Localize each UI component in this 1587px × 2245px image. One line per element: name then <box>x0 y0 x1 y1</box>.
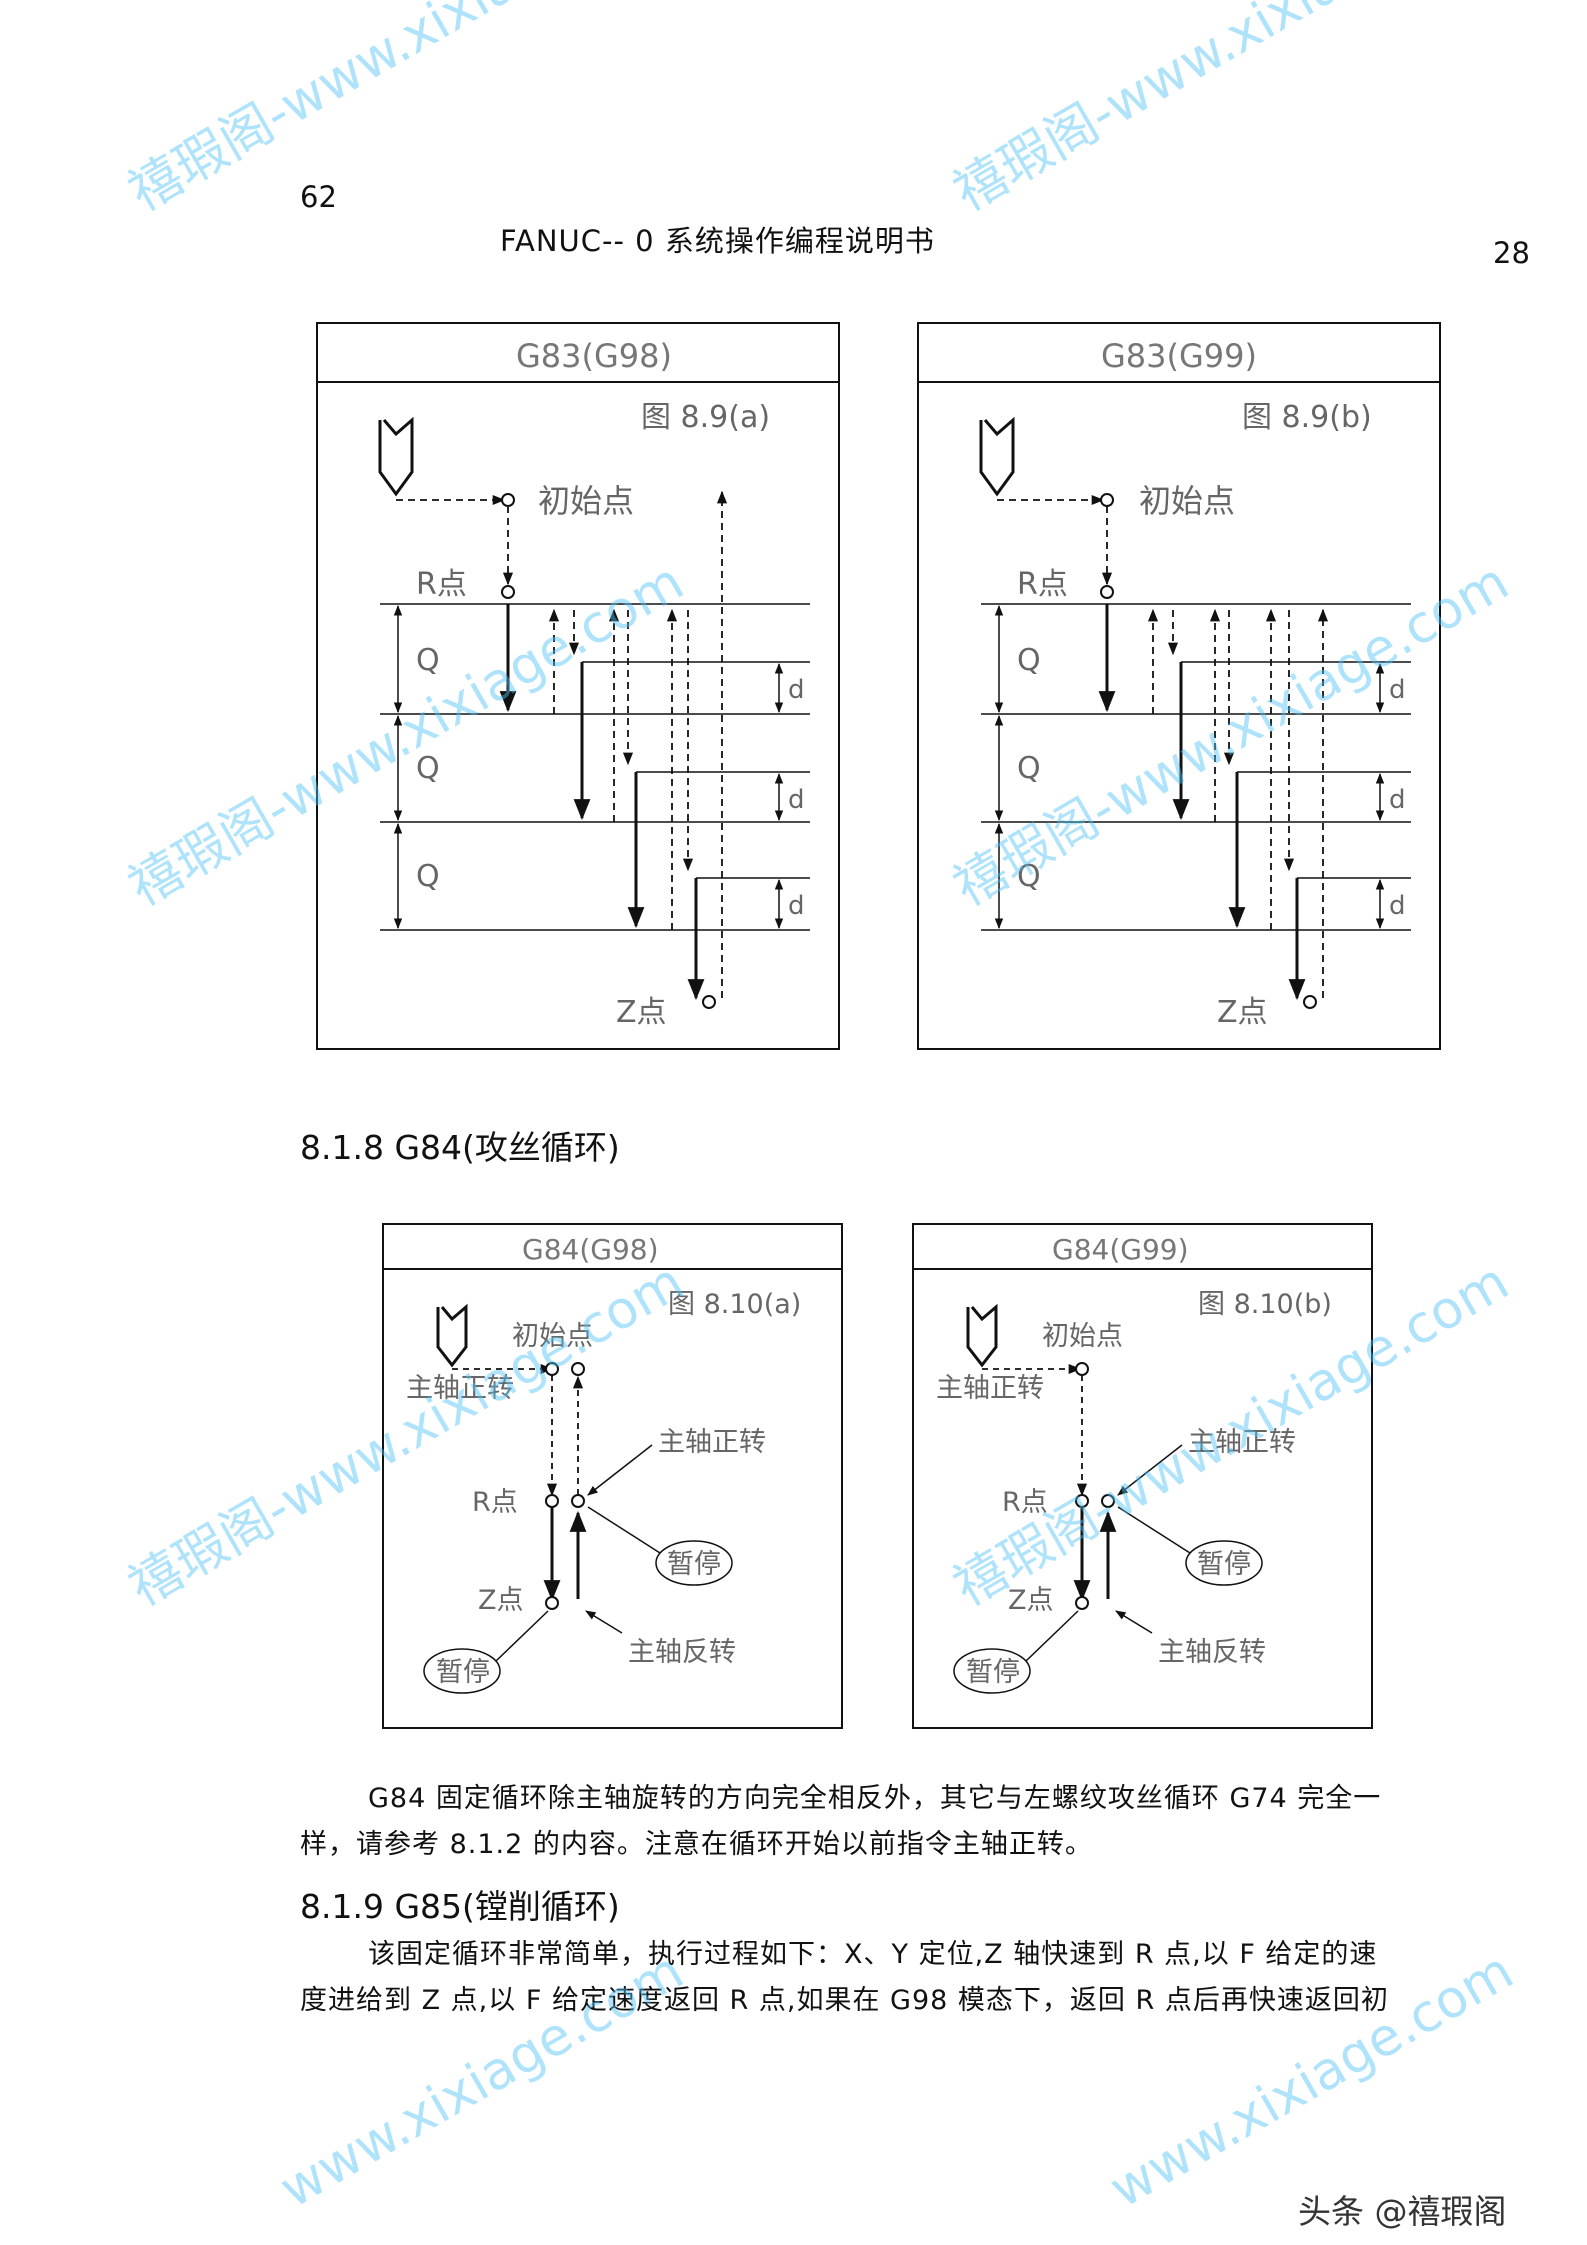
watermark: 禧瑕阁-www.xixiage. <box>944 0 1423 224</box>
r-point-label: R点 <box>1002 1487 1048 1518</box>
initial-point-marker <box>1075 1362 1089 1376</box>
paragraph-g84: G84 固定循环除主轴旋转的方向完全相反外，其它与左螺纹攻丝循环 G74 完全一… <box>300 1776 1510 1868</box>
spindle-ccw-label: 主轴反转 <box>1158 1637 1266 1668</box>
q-label: Q <box>1017 643 1041 678</box>
spindle-ccw-label: 主轴反转 <box>628 1637 736 1668</box>
initial-point-label: 初始点 <box>538 482 634 520</box>
initial-point-label: 初始点 <box>1042 1321 1123 1352</box>
figure-8-10a: G84(G98) 图 8.10(a) 初始点 主轴正转 R点 主轴正转 Z点 暂… <box>382 1223 843 1729</box>
d-label: d <box>1389 675 1406 705</box>
z-point-label: Z点 <box>616 995 667 1030</box>
q-label: Q <box>416 751 440 786</box>
page-number-left: 62 <box>300 180 337 214</box>
document-title: FANUC-- 0 系统操作编程说明书 <box>500 224 935 258</box>
q-label: Q <box>416 643 440 678</box>
r-point-label: R点 <box>1017 567 1068 602</box>
figure-8-10b: G84(G99) 图 8.10(b) 初始点 主轴正转 R点 主轴正转 Z点 暂… <box>912 1223 1373 1729</box>
dwell-right-label: 暂停 <box>1197 1549 1251 1580</box>
spindle-cw-top-label: 主轴正转 <box>406 1373 514 1404</box>
initial-point-label: 初始点 <box>512 1321 593 1352</box>
spindle-cw-top-label: 主轴正转 <box>936 1373 1044 1404</box>
figure-caption: 图 8.10(b) <box>1198 1289 1332 1320</box>
figure-caption: 图 8.10(a) <box>668 1289 801 1320</box>
paragraph-g85: 该固定循环非常简单，执行过程如下：X、Y 定位,Z 轴快速到 R 点,以 F 给… <box>300 1932 1510 2024</box>
paragraph-line: G84 固定循环除主轴旋转的方向完全相反外，其它与左螺纹攻丝循环 G74 完全一 <box>368 1783 1382 1814</box>
d-label: d <box>1389 891 1406 921</box>
initial-point-marker <box>571 1362 585 1376</box>
tool-icon <box>378 416 414 497</box>
z-point-label: Z点 <box>1008 1585 1054 1616</box>
source-tag: 头条 @禧瑕阁 <box>1298 2192 1507 2231</box>
paragraph-line: 样，请参考 8.1.2 的内容。注意在循环开始以前指令主轴正转。 <box>300 1829 1093 1860</box>
figure-caption: 图 8.9(b) <box>1242 400 1372 435</box>
initial-point-marker <box>501 493 515 507</box>
figure-8-9a: G83(G98) 图 8.9(a) 初始点 R点 Q Q Q d d d Z点 <box>316 322 840 1050</box>
z-point-marker <box>545 1596 559 1610</box>
spindle-cw-mid-label: 主轴正转 <box>658 1427 766 1458</box>
dwell-right-label: 暂停 <box>667 1549 721 1580</box>
box-title: G84(G99) <box>1052 1233 1189 1266</box>
r-point-marker <box>501 585 515 599</box>
r-point-marker <box>571 1494 585 1508</box>
dwell-left-label: 暂停 <box>436 1657 490 1688</box>
r-point-label: R点 <box>416 567 467 602</box>
q-label: Q <box>416 859 440 894</box>
section-heading-8-1-9: 8.1.9 G85(镗削循环) <box>300 1887 620 1926</box>
figure-8-9b: G83(G99) 图 8.9(b) 初始点 R点 Q Q Q d d d Z点 <box>917 322 1441 1050</box>
z-point-label: Z点 <box>478 1585 524 1616</box>
section-heading-8-1-8: 8.1.8 G84(攻丝循环) <box>300 1128 620 1167</box>
initial-point-marker <box>1100 493 1114 507</box>
paragraph-line: 该固定循环非常简单，执行过程如下：X、Y 定位,Z 轴快速到 R 点,以 F 给… <box>368 1939 1378 1970</box>
spindle-cw-mid-label: 主轴正转 <box>1188 1427 1296 1458</box>
box-title: G83(G98) <box>516 337 672 375</box>
z-point-label: Z点 <box>1217 995 1268 1030</box>
q-label: Q <box>1017 859 1041 894</box>
r-point-marker <box>1100 585 1114 599</box>
d-label: d <box>788 675 805 705</box>
paragraph-line: 度进给到 Z 点,以 F 给定速度返回 R 点,如果在 G98 模态下，返回 R… <box>300 1985 1389 2016</box>
z-point-marker <box>1075 1596 1089 1610</box>
dwell-left-label: 暂停 <box>966 1657 1020 1688</box>
q-label: Q <box>1017 751 1041 786</box>
page-number-right: 28 <box>1493 236 1530 270</box>
watermark: 禧瑕阁-www.xixiage. <box>119 0 598 224</box>
d-label: d <box>788 785 805 815</box>
figure-caption: 图 8.9(a) <box>641 400 770 435</box>
d-label: d <box>788 891 805 921</box>
r-point-marker <box>1101 1494 1115 1508</box>
tool-icon <box>966 1303 998 1368</box>
box-title: G84(G98) <box>522 1233 659 1266</box>
initial-point-label: 初始点 <box>1139 482 1235 520</box>
tool-icon <box>979 416 1015 497</box>
z-point-marker <box>1303 995 1317 1009</box>
d-label: d <box>1389 785 1406 815</box>
r-point-label: R点 <box>472 1487 518 1518</box>
r-point-marker <box>545 1494 559 1508</box>
tool-icon <box>436 1303 468 1368</box>
z-point-marker <box>702 995 716 1009</box>
box-title: G83(G99) <box>1101 337 1257 375</box>
